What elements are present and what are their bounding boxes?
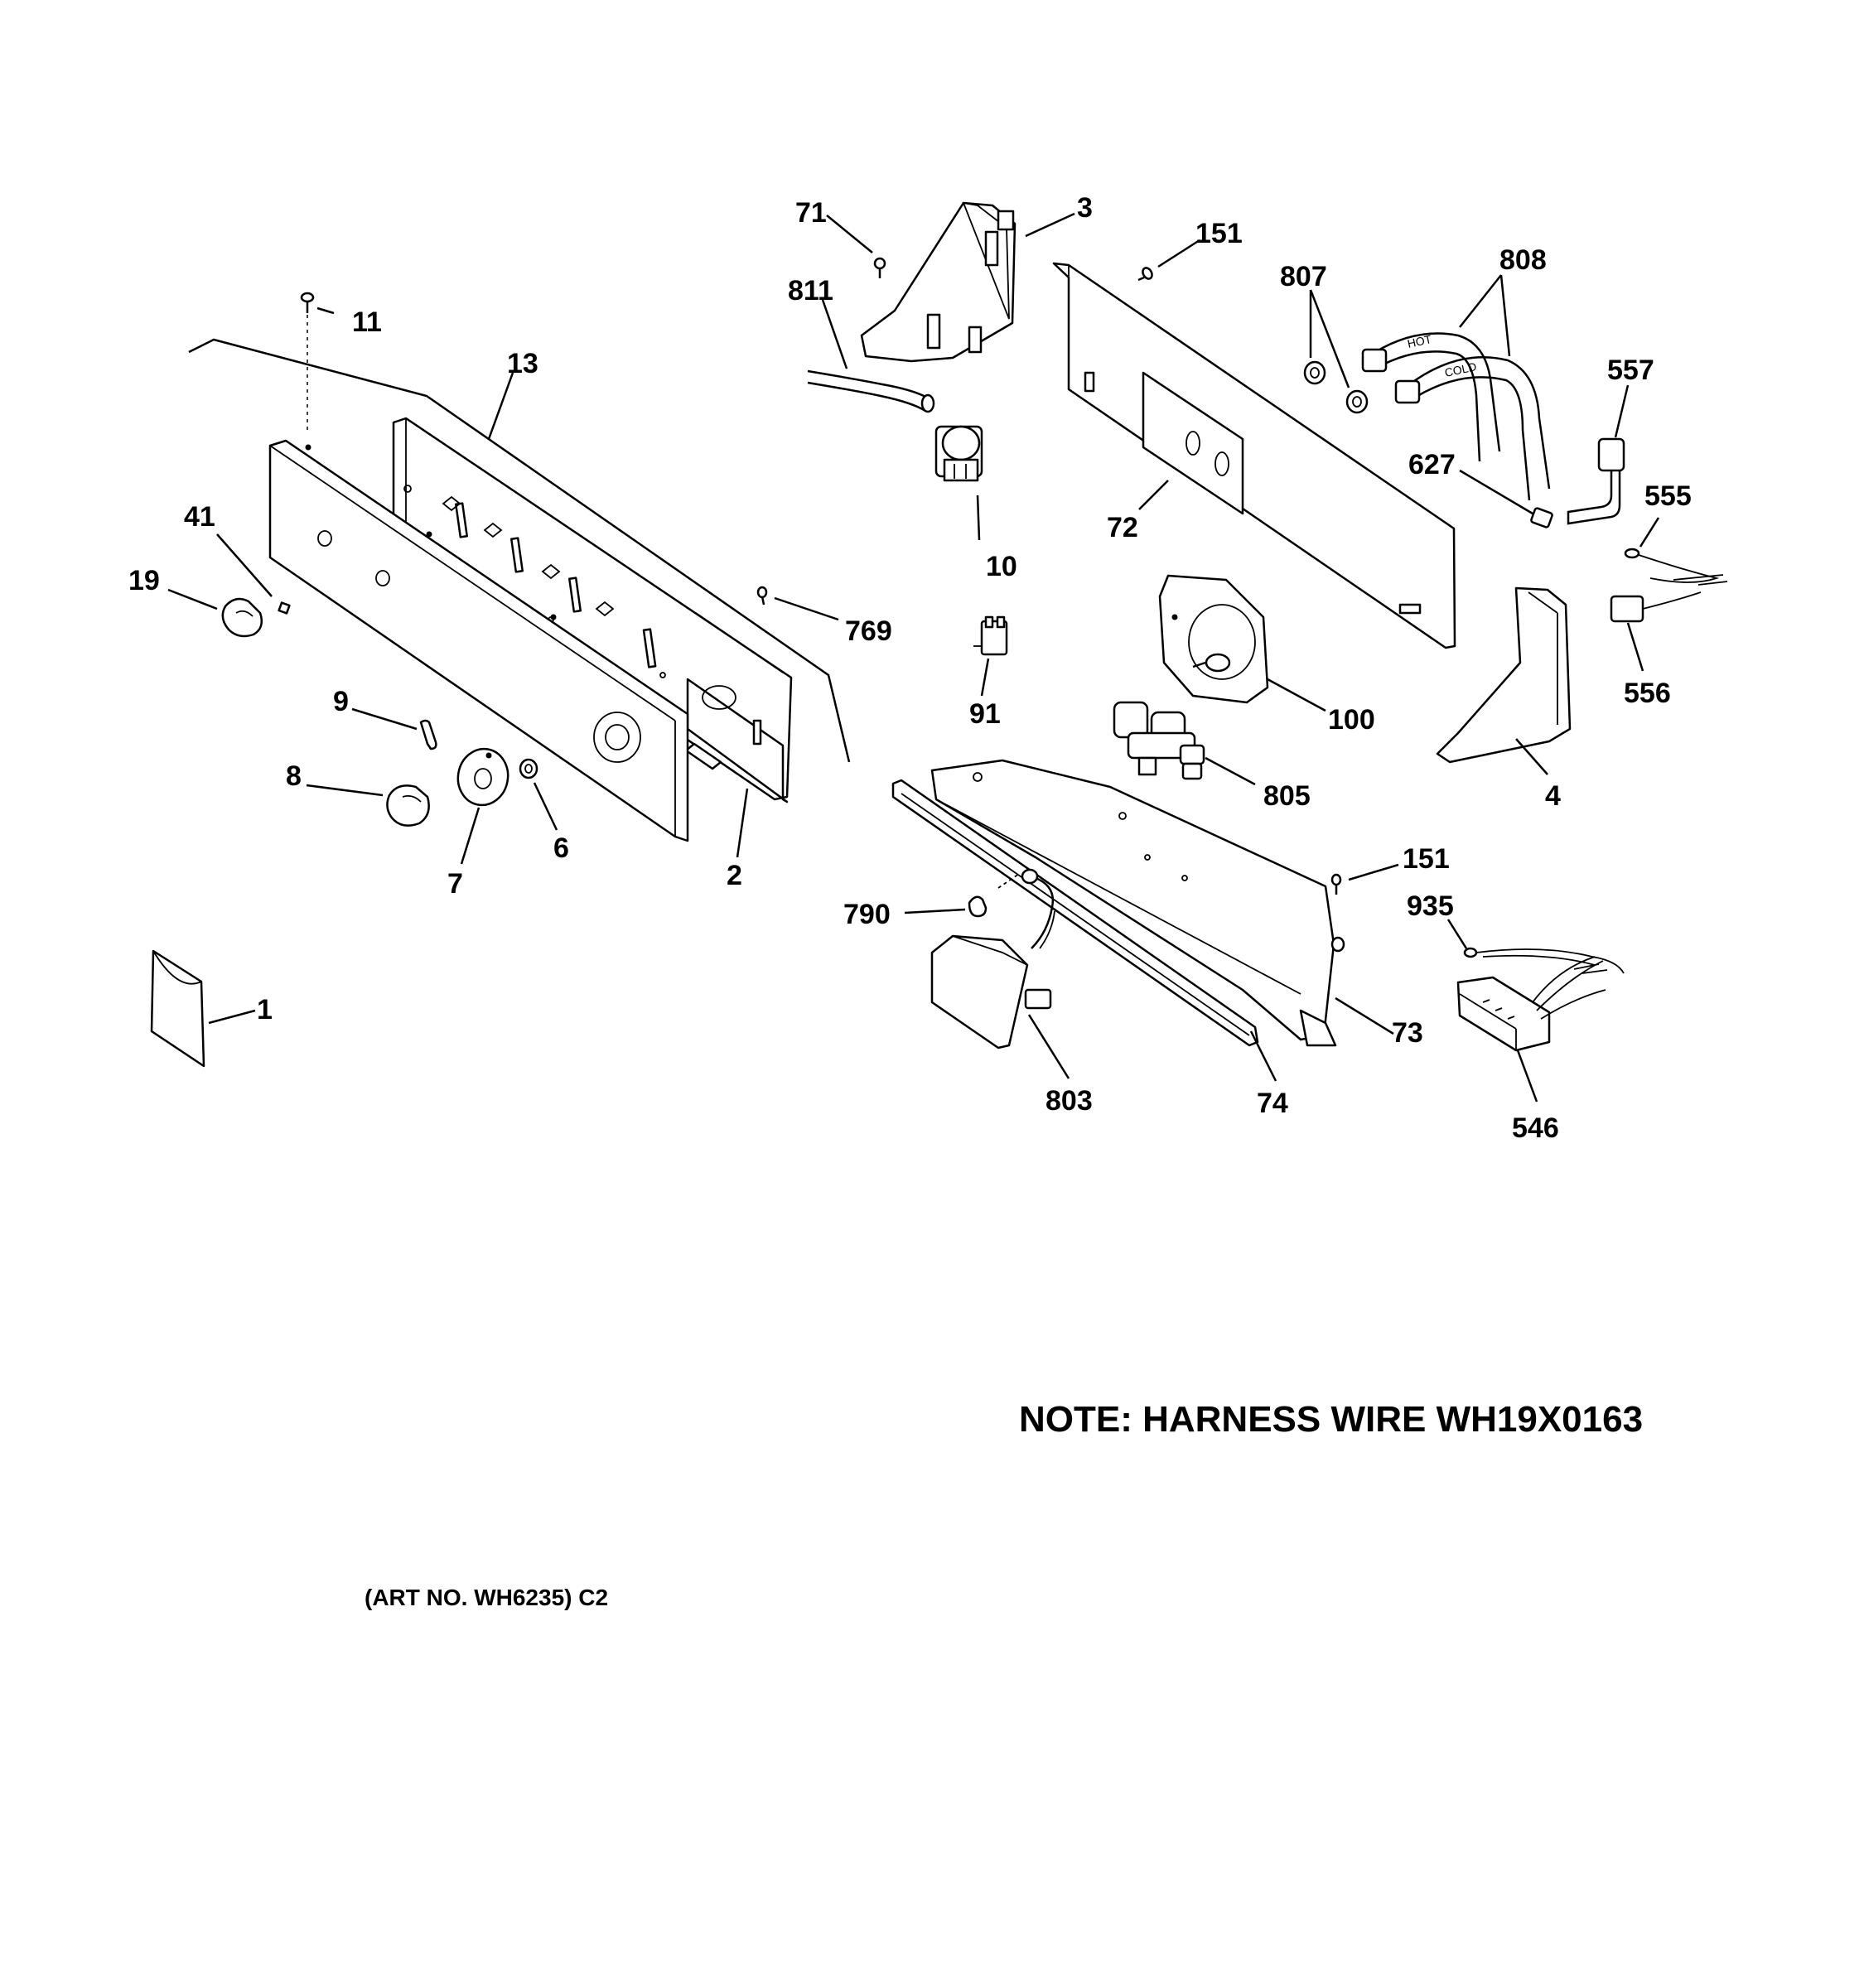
part-100-timer (1158, 574, 1269, 704)
console-top-outline (188, 338, 851, 763)
part-19-knob (221, 597, 263, 638)
label-3: 3 (1077, 192, 1093, 224)
part-91-switch (973, 615, 1008, 656)
label-10: 10 (986, 551, 1017, 582)
part-10-pressure-switch (934, 425, 983, 482)
part-808-inlet-hoses: HOT COLD (1361, 332, 1551, 501)
label-151-bottom: 151 (1403, 843, 1450, 875)
part-72-rear-panel (1052, 262, 1456, 649)
label-7: 7 (447, 868, 463, 900)
label-11: 11 (352, 306, 382, 338)
part-805-water-valve (1113, 701, 1205, 780)
part-556-connector (1610, 591, 1702, 623)
label-73: 73 (1392, 1017, 1423, 1049)
art-number: (ART NO. WH6235) C2 (365, 1585, 608, 1610)
part-1-literature-envelope (150, 949, 205, 1068)
label-805: 805 (1263, 780, 1311, 812)
label-4: 4 (1545, 780, 1561, 812)
part-627-gasket (1530, 507, 1553, 528)
part-811-hose (807, 369, 933, 402)
label-9: 9 (333, 686, 349, 717)
label-555: 555 (1644, 480, 1692, 512)
part-7-dial (456, 747, 509, 807)
part-769-screw (756, 586, 768, 606)
part-557-plug (1567, 437, 1625, 525)
label-41: 41 (184, 501, 215, 533)
label-19: 19 (128, 565, 160, 596)
label-6: 6 (553, 832, 569, 864)
callout-labels: 71 3 151 807 808 811 11 13 557 627 555 4… (128, 192, 1692, 1144)
part-546-connector-block (1456, 956, 1606, 1052)
part-11-screw (300, 292, 315, 431)
label-556: 556 (1624, 678, 1671, 709)
hose-mark-cold: COLD (1443, 359, 1477, 379)
part-74-rail (891, 779, 1259, 1047)
label-790: 790 (843, 899, 891, 930)
label-807: 807 (1280, 261, 1327, 292)
leader-lines (167, 212, 1660, 1103)
part-555-wire (1624, 548, 1728, 586)
part-4-bracket (1436, 586, 1572, 764)
label-13: 13 (507, 348, 538, 379)
label-8: 8 (286, 760, 302, 792)
part-9-clip (419, 719, 437, 750)
part-41-spring (278, 601, 291, 615)
label-151-top: 151 (1195, 218, 1243, 249)
part-71-screw (873, 257, 886, 278)
harness-wire-note: NOTE: HARNESS WIRE WH19X0163 (1019, 1399, 1643, 1440)
label-803: 803 (1045, 1085, 1093, 1117)
part-807-washers (1303, 360, 1369, 414)
label-100: 100 (1328, 704, 1375, 736)
label-557: 557 (1607, 355, 1654, 386)
label-72: 72 (1107, 512, 1138, 543)
console-front-panel (268, 439, 689, 842)
label-769: 769 (845, 615, 892, 647)
part-151-screw-bottom (1330, 873, 1342, 895)
part-8-knob (386, 784, 430, 827)
part-151-screw-top (1137, 267, 1153, 282)
label-71: 71 (795, 197, 827, 229)
hose-mark-hot: HOT (1406, 332, 1433, 350)
part-935-harness-wire (1463, 947, 1625, 974)
label-811: 811 (788, 275, 833, 306)
part-73-control-base (930, 759, 1345, 1047)
label-1: 1 (257, 994, 273, 1025)
part-3-bracket (860, 201, 1017, 363)
label-2: 2 (727, 860, 742, 891)
label-935: 935 (1407, 890, 1454, 922)
part-803-drain-assembly (930, 868, 1055, 1049)
part-6-nut (519, 758, 538, 779)
label-627: 627 (1408, 449, 1456, 480)
part-790-clip (968, 895, 988, 918)
label-546: 546 (1512, 1112, 1559, 1144)
label-808: 808 (1499, 244, 1547, 276)
label-74: 74 (1257, 1088, 1288, 1119)
label-91: 91 (969, 698, 1001, 730)
